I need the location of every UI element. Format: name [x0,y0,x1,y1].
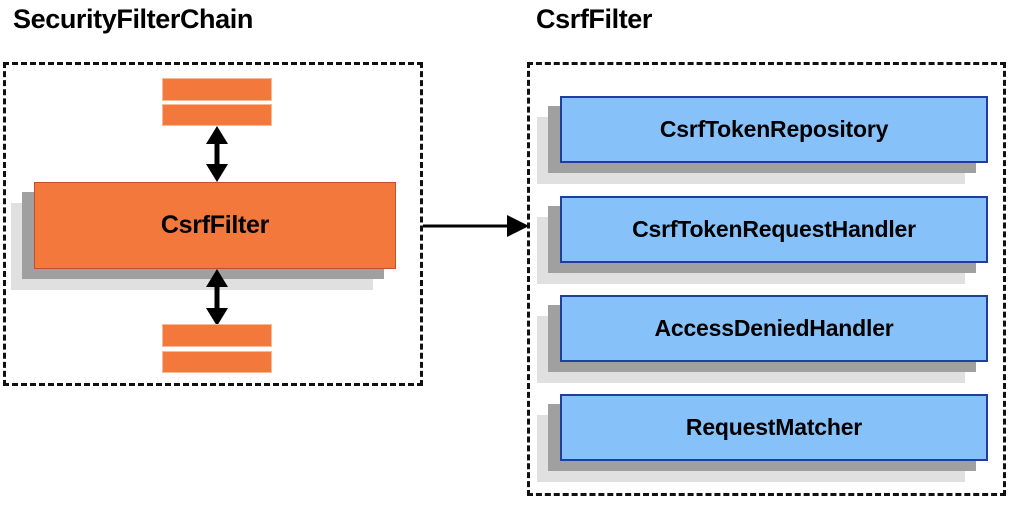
filter-bar-below-1 [162,324,272,347]
panel-title-csrf-filter: CsrfFilter [536,4,653,34]
filter-bar-above-2 [162,104,272,126]
connector-down-double-arrow [202,269,232,326]
panel-title-security-filter-chain: SecurityFilterChain [13,4,253,34]
card-access-denied-handler[interactable]: AccessDeniedHandler [537,295,988,383]
card-request-matcher[interactable]: RequestMatcher [537,394,988,482]
card-csrf-token-request-handler[interactable]: CsrfTokenRequestHandler [537,196,988,284]
card-csrf-token-repository-label: CsrfTokenRepository [560,96,988,163]
card-csrf-token-request-handler-label: CsrfTokenRequestHandler [560,196,988,263]
card-csrf-filter[interactable]: CsrfFilter [11,182,396,290]
filter-bar-below-2 [162,351,272,373]
panel-csrf-filter-detail [527,62,1006,496]
filter-bar-above-1 [162,78,272,101]
card-request-matcher-label: RequestMatcher [560,394,988,461]
panel-security-filter-chain [3,62,423,386]
connector-expand-arrow [423,213,531,239]
card-csrf-token-repository[interactable]: CsrfTokenRepository [537,96,988,184]
card-access-denied-handler-label: AccessDeniedHandler [560,295,988,362]
card-csrf-filter-label: CsrfFilter [34,182,396,269]
connector-up-double-arrow [202,126,232,182]
